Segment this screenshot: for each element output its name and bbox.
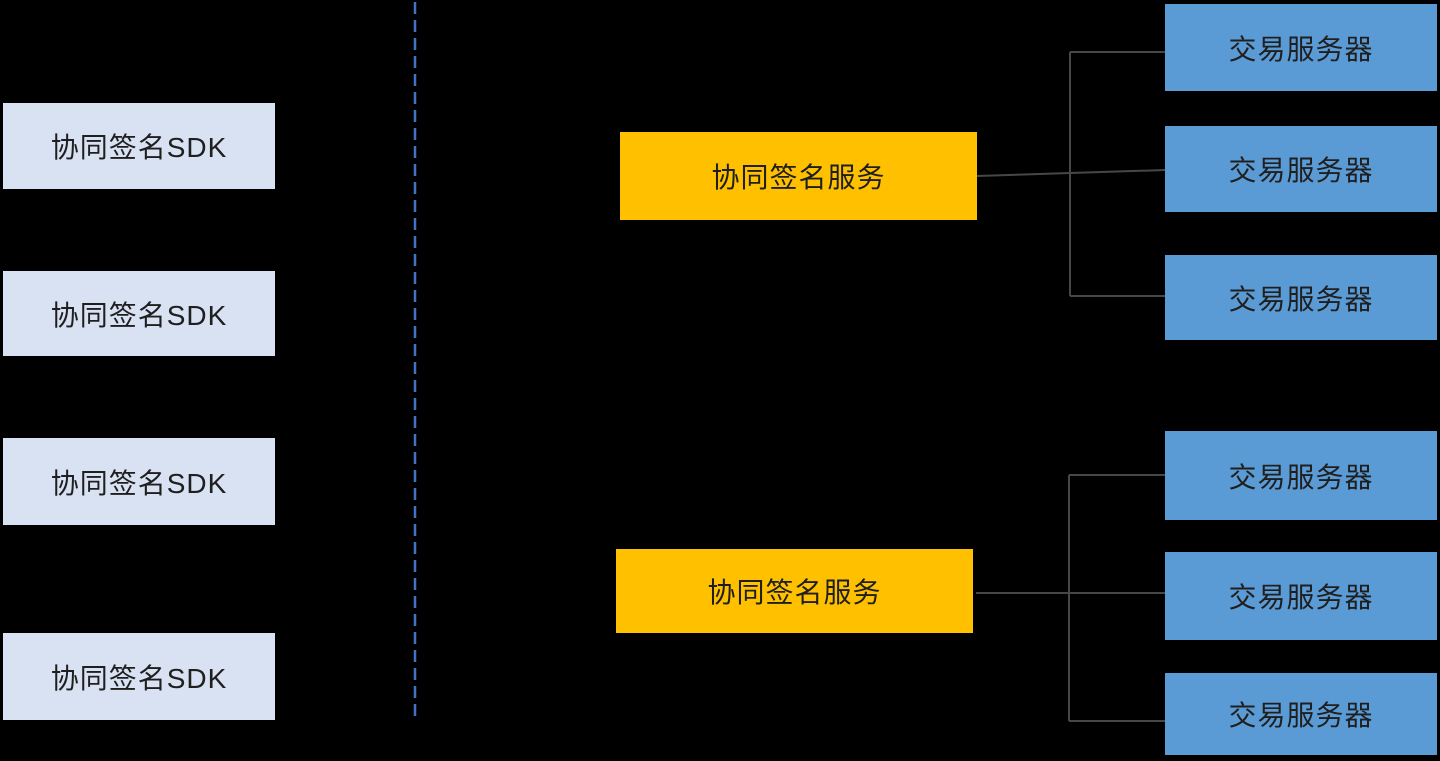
trade-server-box-2: 交易服务器 xyxy=(1165,126,1437,212)
trade-server-box-6-label: 交易服务器 xyxy=(1228,700,1374,731)
signing-service-box-1-label: 协同签名服务 xyxy=(711,162,886,193)
sdk-box-3-label: 协同签名SDK xyxy=(50,467,228,499)
trade-server-box-4: 交易服务器 xyxy=(1165,431,1437,520)
sdk-box-3: 协同签名SDK xyxy=(3,438,275,525)
signing-service-box-1: 协同签名服务 xyxy=(620,132,977,220)
trade-server-box-4-label: 交易服务器 xyxy=(1228,461,1374,493)
signing-service-box-2: 协同签名服务 xyxy=(616,549,973,633)
sdk-box-4-label: 协同签名SDK xyxy=(50,662,228,694)
sdk-box-2: 协同签名SDK xyxy=(3,271,275,356)
trade-server-box-1-label: 交易服务器 xyxy=(1228,33,1374,65)
connector-top-main xyxy=(976,169,1166,177)
sdk-box-1: 协同签名SDK xyxy=(3,103,275,189)
trade-server-box-3-label: 交易服务器 xyxy=(1228,283,1374,315)
signing-service-box-2-label: 协同签名服务 xyxy=(707,577,882,608)
trade-server-box-5: 交易服务器 xyxy=(1165,552,1437,640)
trade-server-box-3: 交易服务器 xyxy=(1165,255,1437,340)
sdk-box-2-label: 协同签名SDK xyxy=(50,299,228,331)
sdk-box-4: 协同签名SDK xyxy=(3,633,275,720)
trade-server-box-5-label: 交易服务器 xyxy=(1228,582,1374,613)
trade-server-box-6: 交易服务器 xyxy=(1165,673,1437,755)
trade-server-box-1: 交易服务器 xyxy=(1165,4,1437,91)
sdk-box-1-label: 协同签名SDK xyxy=(50,132,228,163)
trade-server-box-2-label: 交易服务器 xyxy=(1228,155,1374,186)
